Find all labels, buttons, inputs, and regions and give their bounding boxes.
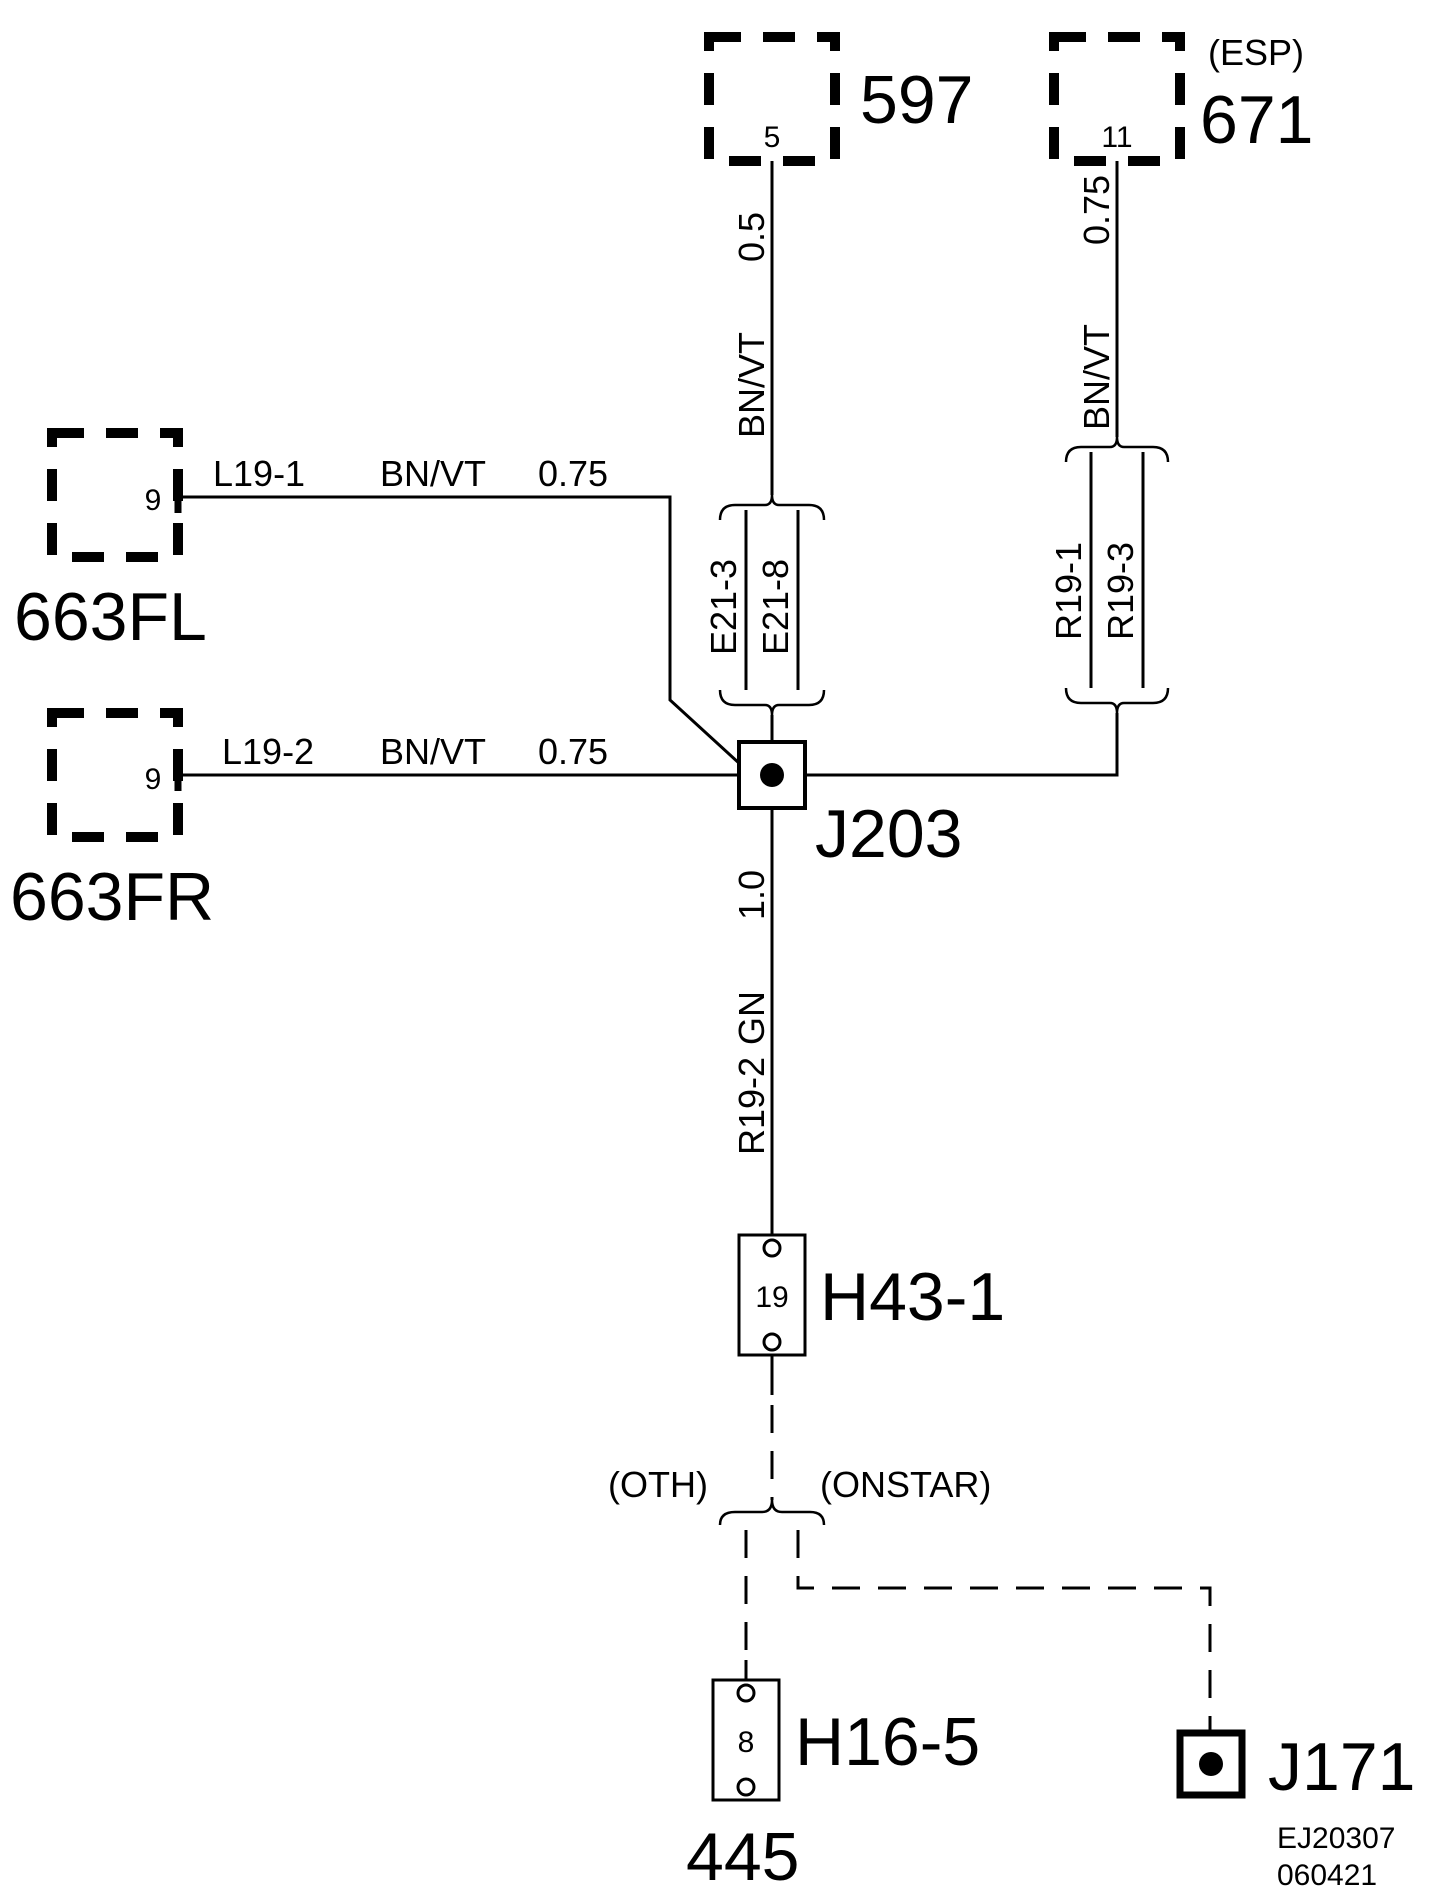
variant-r19-1: R19-1 xyxy=(1048,542,1089,640)
component-671-pin: 11 xyxy=(1101,121,1132,154)
component-671-label: 671 xyxy=(1200,82,1313,158)
component-597-pin: 5 xyxy=(764,121,781,154)
wire-663fl-color: BN/VT xyxy=(380,453,486,494)
variant-brace-e21: E21-3 E21-8 xyxy=(703,494,826,716)
splice-j171: J171 xyxy=(1176,1729,1415,1805)
variant-oth: (OTH) xyxy=(608,1464,708,1505)
wire-663fl: L19-1 BN/VT 0.75 xyxy=(180,453,754,777)
variant-e21-3: E21-3 xyxy=(703,559,744,655)
wire-597-gauge: 0.5 xyxy=(731,212,772,262)
wire-597: 0.5 BN/VT xyxy=(731,161,774,495)
wire-597-color: BN/VT xyxy=(731,332,772,438)
wire-663fl-circuit: L19-1 xyxy=(213,453,305,494)
wire-663fr-gauge: 0.75 xyxy=(538,731,608,772)
connector-h43: 19 H43-1 xyxy=(737,1233,1005,1357)
connector-h43-pin: 19 xyxy=(755,1281,788,1314)
variant-brace-options: (OTH) (ONSTAR) xyxy=(608,1464,991,1526)
splice-j171-label: J171 xyxy=(1268,1729,1415,1805)
variant-r19-3: R19-3 xyxy=(1100,542,1141,640)
wire-663fr-circuit: L19-2 xyxy=(222,731,314,772)
wire-671-gauge: 0.75 xyxy=(1076,175,1117,245)
splice-j203: J203 xyxy=(737,740,962,872)
wire-671: 0.75 BN/VT xyxy=(1076,161,1119,437)
wire-main: 1.0 GN R19-2 xyxy=(731,808,774,1235)
component-663fr-pin: 9 xyxy=(145,763,162,796)
wire-663fr: L19-2 BN/VT 0.75 xyxy=(180,731,740,777)
component-663fr-label: 663FR xyxy=(10,859,214,935)
diagram-code: EJ20307 xyxy=(1277,1822,1395,1855)
component-663fl: 9 663FL xyxy=(14,428,207,655)
variant-onstar: (ONSTAR) xyxy=(820,1464,991,1505)
wire-663fl-gauge: 0.75 xyxy=(538,453,608,494)
component-597: 5 597 xyxy=(704,32,973,166)
variant-brace-r19: R19-1 R19-3 xyxy=(1048,436,1170,714)
wire-main-gauge: 1.0 xyxy=(731,870,772,920)
splice-j203-label: J203 xyxy=(815,796,962,872)
connector-h16: 8 H16-5 445 xyxy=(686,1678,980,1895)
component-671: 11 (ESP) 671 xyxy=(1049,32,1313,166)
component-671-note: (ESP) xyxy=(1208,32,1304,73)
connector-h16-label: H16-5 xyxy=(795,1704,980,1780)
component-663fl-label: 663FL xyxy=(14,579,207,655)
connector-h43-label: H43-1 xyxy=(820,1259,1005,1335)
connector-h16-pin: 8 xyxy=(738,1726,755,1759)
diagram-date: 060421 xyxy=(1277,1859,1377,1892)
wire-onstar-branch xyxy=(796,1530,1212,1730)
wire-main-circuit: R19-2 xyxy=(731,1057,772,1155)
component-663fr: 9 663FR xyxy=(10,708,214,935)
variant-e21-8: E21-8 xyxy=(755,559,796,655)
component-663fl-pin: 9 xyxy=(145,484,162,517)
wire-671-color: BN/VT xyxy=(1076,324,1117,430)
wire-main-color: GN xyxy=(731,991,772,1045)
wire-663fr-color: BN/VT xyxy=(380,731,486,772)
component-597-label: 597 xyxy=(860,62,973,138)
component-445-label: 445 xyxy=(686,1819,799,1895)
